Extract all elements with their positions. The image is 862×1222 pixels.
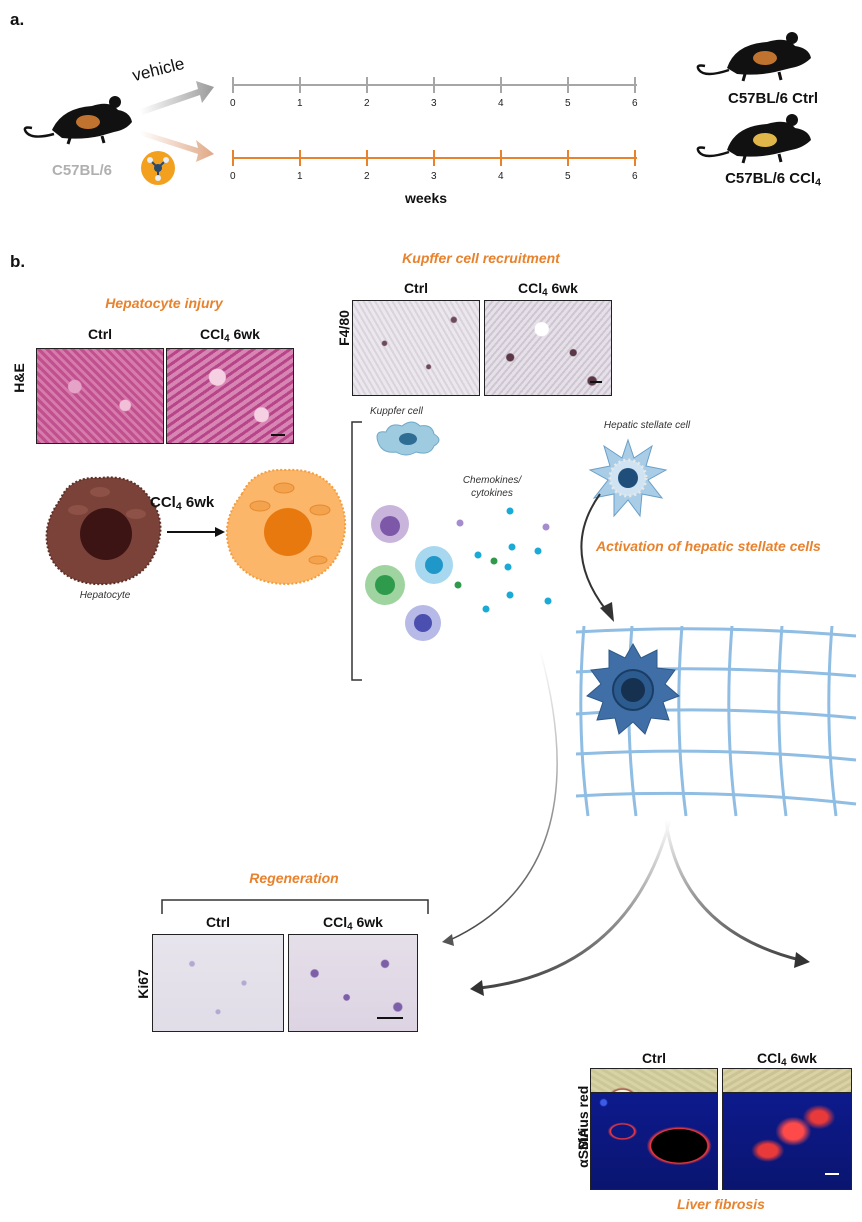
- ki67-ccl4-image: [288, 934, 418, 1032]
- ki67-row-label: Ki67: [135, 969, 151, 999]
- f480-ctrl-image: [352, 300, 480, 396]
- healthy-hepatocyte-icon: [225, 468, 347, 586]
- tick-label: 2: [364, 98, 370, 109]
- kupffer-cell-icon: [376, 421, 440, 456]
- immune-cell-blue-icon: [415, 546, 453, 584]
- scale-bar: [377, 1017, 403, 1019]
- ccl4-transition-arrow: [167, 527, 225, 537]
- tick-label: 6: [632, 171, 638, 182]
- he-row-label: H&E: [11, 363, 27, 393]
- regeneration-title: Regeneration: [249, 870, 339, 886]
- stellate-cell-icon: [588, 438, 668, 518]
- ki67-ctrl-image: [152, 934, 284, 1032]
- he-col-ctrl: Ctrl: [87, 326, 113, 342]
- asma-ctrl-image: [590, 1092, 718, 1190]
- he-col-ccl4: CCl4 6wk: [200, 326, 260, 345]
- ccl4-timeline-ticks: 0 1 2 3 4 5 6: [225, 171, 645, 185]
- chemokine-dots: [454, 507, 552, 613]
- ccl4-molecule-icon: [141, 151, 175, 185]
- scale-bar: [825, 1173, 839, 1175]
- ccl4-arrow: [140, 130, 214, 162]
- chemokines-label: Chemokines/cytokines: [462, 475, 522, 499]
- he-ccl4-image: [166, 348, 294, 444]
- f480-col-ccl4: CCl4 6wk: [518, 280, 578, 299]
- ccl4-timeline: [232, 150, 637, 166]
- mouse-icon-left: [23, 96, 132, 145]
- hepatocyte-injury-title: Hepatocyte injury: [105, 295, 223, 311]
- asma-ccl4-image: [722, 1092, 852, 1190]
- fibrosis-col-ctrl: Ctrl: [641, 1050, 667, 1066]
- f480-ccl4-image: [484, 300, 612, 396]
- scale-bar: [271, 434, 285, 436]
- activation-title: Activation of hepatic stellate cells: [596, 538, 821, 554]
- strain-label: C57BL/6: [52, 162, 113, 179]
- vehicle-timeline: [232, 77, 637, 93]
- ki67-col-ccl4: CCl4 6wk: [323, 914, 383, 933]
- ctrl-group-label: C57BL/6 Ctrl: [727, 90, 819, 107]
- tick-label: 2: [364, 171, 370, 182]
- mouse-icon-ctrl: [696, 32, 811, 82]
- vehicle-timeline-ticks: 0 1 2 3 4 5 6: [225, 98, 645, 112]
- tick-label: 1: [297, 98, 303, 109]
- immune-bracket: [351, 421, 362, 681]
- fibrosis-col-ccl4: CCl4 6wk: [757, 1050, 817, 1069]
- damaged-hepatocyte-icon: [45, 476, 162, 586]
- f480-row-label: F4/80: [336, 310, 352, 346]
- panel-b-letter: b.: [10, 252, 26, 271]
- tick-label: 4: [498, 171, 504, 182]
- asma-row-label: αSMA: [575, 1128, 591, 1168]
- vehicle-arrow: [140, 81, 214, 115]
- hepatocyte-label: Hepatocyte: [79, 590, 131, 601]
- tick-label: 3: [431, 171, 437, 182]
- ccl4-group-label: C57BL/6 CCl4: [725, 170, 821, 189]
- ccl4-arrow-label: CCl4 6wk: [150, 494, 215, 513]
- downstream-arrows: [442, 649, 810, 996]
- immune-cell-green-icon: [365, 565, 405, 605]
- regeneration-bracket: [161, 899, 429, 914]
- panel-a-letter: a.: [10, 10, 25, 29]
- tick-label: 0: [230, 171, 236, 182]
- mouse-icon-ccl4: [696, 114, 811, 164]
- tick-label: 3: [431, 98, 437, 109]
- kupffer-cell-label: Kuppfer cell: [370, 406, 423, 417]
- tick-label: 5: [565, 171, 571, 182]
- liver-fibrosis-title: Liver fibrosis: [677, 1196, 765, 1212]
- stellate-cell-label: Hepatic stellate cell: [603, 420, 691, 431]
- activated-stellate-cell-icon: [586, 642, 680, 735]
- ki67-col-ctrl: Ctrl: [205, 914, 231, 930]
- scale-bar: [590, 381, 602, 383]
- immune-cell-purple-icon: [371, 505, 409, 543]
- tick-label: 1: [297, 171, 303, 182]
- immune-cell-indigo-icon: [405, 605, 441, 641]
- activation-arrow: [580, 493, 614, 622]
- tick-label: 6: [632, 98, 638, 109]
- he-ctrl-image: [36, 348, 164, 444]
- tick-label: 0: [230, 98, 236, 109]
- timeline-axis-label: weeks: [405, 190, 448, 206]
- f480-col-ctrl: Ctrl: [403, 280, 429, 296]
- tick-label: 5: [565, 98, 571, 109]
- kupffer-recruitment-title: Kupffer cell recruitment: [402, 250, 560, 266]
- tick-label: 4: [498, 98, 504, 109]
